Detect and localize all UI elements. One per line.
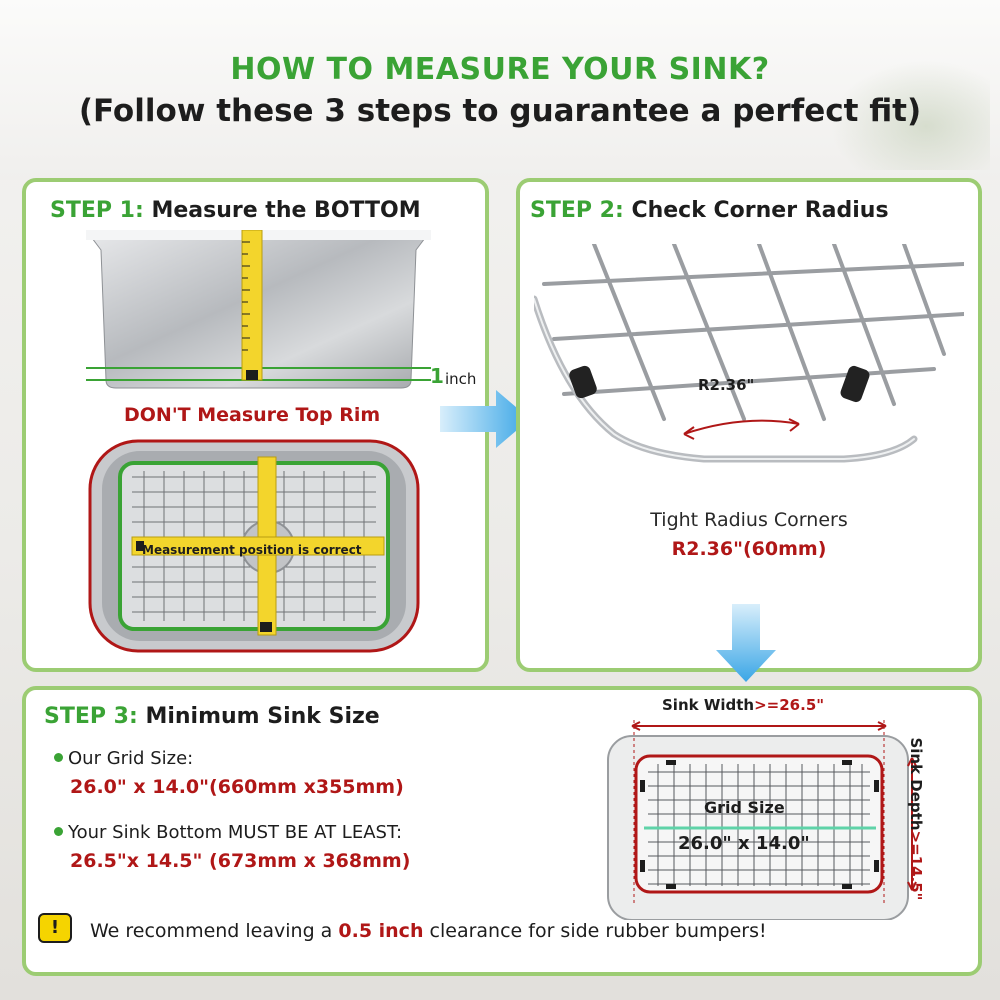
background-kitchen [0,0,1000,180]
dont-measure-rim-warning: DON'T Measure Top Rim [124,404,381,426]
grid-size-value: 26.0" x 14.0"(660mm x355mm) [70,776,404,798]
sink-width-value: >=26.5" [754,696,825,714]
note-suffix: clearance for side rubber bumpers! [423,920,767,942]
sink-min-value: 26.5"x 14.5" (673mm x 368mm) [70,850,411,872]
background-plant [830,60,990,170]
step3-heading: STEP 3: Minimum Sink Size [44,704,380,729]
step2-heading: STEP 2: Check Corner Radius [530,198,889,223]
grid-size-item: Our Grid Size: [54,748,193,769]
step3-panel: STEP 3: Minimum Sink Size Our Grid Size:… [22,686,982,976]
bullet-dot [54,827,63,836]
tight-radius-caption: Tight Radius Corners [650,509,848,531]
warning-icon: ! [38,913,72,943]
tape-measurement-label: Measurement position is correct [142,543,362,557]
diagram-grid-label: Grid Size [704,798,785,817]
note-prefix: We recommend leaving a [90,920,339,942]
sink-depth-title: Sink Depth [907,737,925,831]
sink-width-label: Sink Width>=26.5" [662,696,824,714]
grid-size-label: Our Grid Size: [68,748,194,769]
step1-panel: STEP 1: Measure the BOTTOM 1 inch DON'T … [22,178,489,672]
sink-side-photo [86,230,431,389]
step1-heading: STEP 1: Measure the BOTTOM [50,198,421,223]
clearance-note: We recommend leaving a 0.5 inch clearanc… [90,920,767,942]
inch-unit: inch [445,370,477,388]
step2-label: STEP 2: [530,198,624,223]
step3-title: Minimum Sink Size [145,704,380,729]
sink-depth-value: >=14.5" [907,830,925,901]
step2-panel: STEP 2: Check Corner Radius R2.36" Tight… [516,178,982,672]
diagram-grid-value: 26.0" x 14.0" [678,833,810,854]
sink-depth-label: Sink Depth>=14.5" [907,729,925,909]
page-subtitle: (Follow these 3 steps to guarantee a per… [78,93,922,129]
radius-label: R2.36" [698,376,755,394]
sink-top-photo [88,439,420,653]
note-emphasis: 0.5 inch [338,920,424,942]
tight-radius-value: R2.36"(60mm) [671,538,827,560]
arrow-down-icon [716,604,776,682]
sink-min-label: Your Sink Bottom MUST BE AT LEAST: [68,822,403,843]
sink-min-item: Your Sink Bottom MUST BE AT LEAST: [54,822,402,843]
sink-width-title: Sink Width [662,696,755,714]
inch-number: 1 [430,364,444,388]
step3-label: STEP 3: [44,704,138,729]
bullet-dot [54,753,63,762]
page-title: HOW TO MEASURE YOUR SINK? [230,52,770,87]
arrow-right-icon [440,390,530,448]
rack-corner-photo [534,244,964,469]
step1-label: STEP 1: [50,198,144,223]
step1-title: Measure the BOTTOM [151,198,421,223]
step2-title: Check Corner Radius [631,198,889,223]
sink-grid-diagram [607,720,917,920]
